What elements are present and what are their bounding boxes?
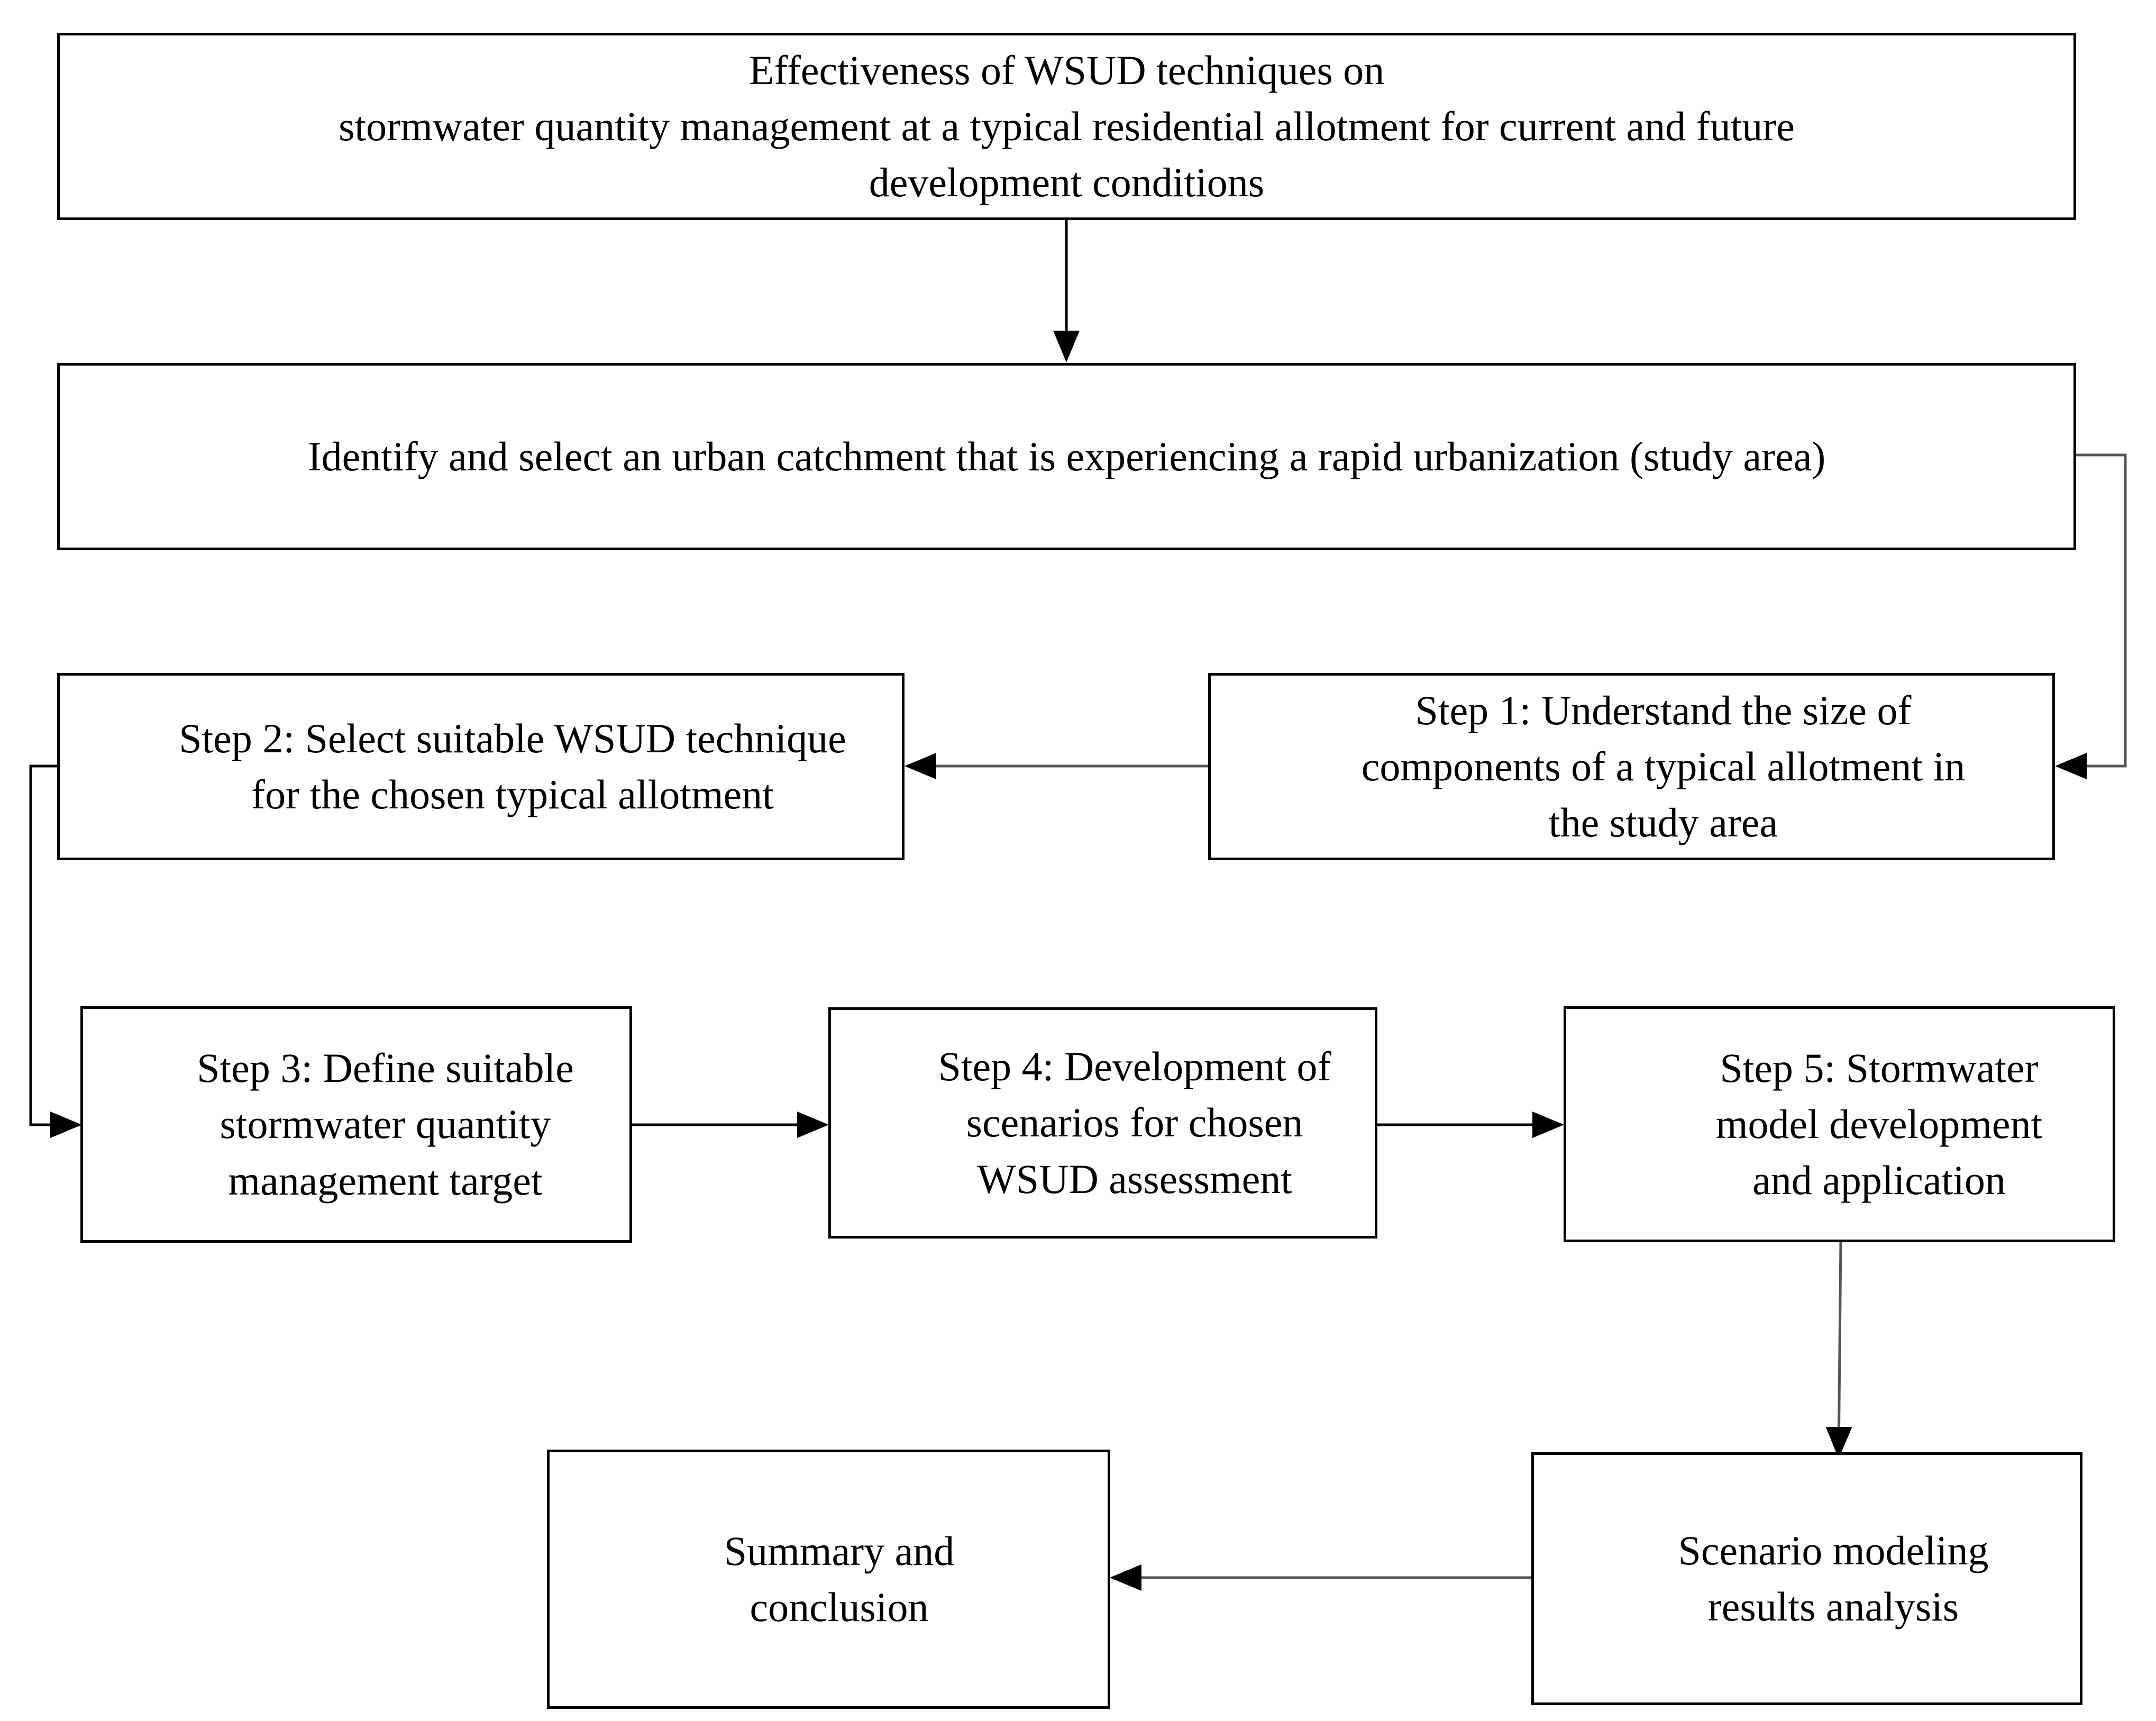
step5-text: Step 5: Stormwater model development and…: [1715, 1044, 2043, 1204]
main-goal-box: Effectiveness of WSUD techniques on stor…: [57, 33, 2076, 220]
step3-box: Step 3: Define suitable stormwater quant…: [80, 1006, 632, 1243]
scenario-analysis-box: Scenario modeling results analysis: [1531, 1452, 2082, 1705]
step1-box: Step 1: Understand the size of component…: [1208, 673, 2055, 860]
arrow-study-area-to-step1: [2055, 453, 2127, 779]
arrow-step2-to-step3: [29, 764, 82, 1138]
study-area-box: Identify and select an urban catchment t…: [57, 363, 2076, 550]
step2-box: Step 2: Select suitable WSUD technique f…: [57, 673, 905, 860]
step5-box: Step 5: Stormwater model development and…: [1564, 1006, 2115, 1242]
scenario-analysis-text: Scenario modeling results analysis: [1678, 1527, 1989, 1629]
main-goal-text: Effectiveness of WSUD techniques on stor…: [339, 47, 1795, 206]
summary-text: Summary and conclusion: [724, 1527, 955, 1630]
study-area-text: Identify and select an urban catchment t…: [307, 433, 1826, 479]
step4-box: Step 4: Development of scenarios for cho…: [828, 1007, 1377, 1239]
step4-text: Step 4: Development of scenarios for cho…: [938, 1043, 1331, 1202]
arrow-step5-to-scenario-analysis: [1825, 1242, 1852, 1459]
summary-box: Summary and conclusion: [547, 1450, 1110, 1709]
step2-text: Step 2: Select suitable WSUD technique f…: [179, 715, 846, 817]
step1-text: Step 1: Understand the size of component…: [1361, 687, 1966, 846]
step3-text: Step 3: Define suitable stormwater quant…: [197, 1045, 574, 1204]
